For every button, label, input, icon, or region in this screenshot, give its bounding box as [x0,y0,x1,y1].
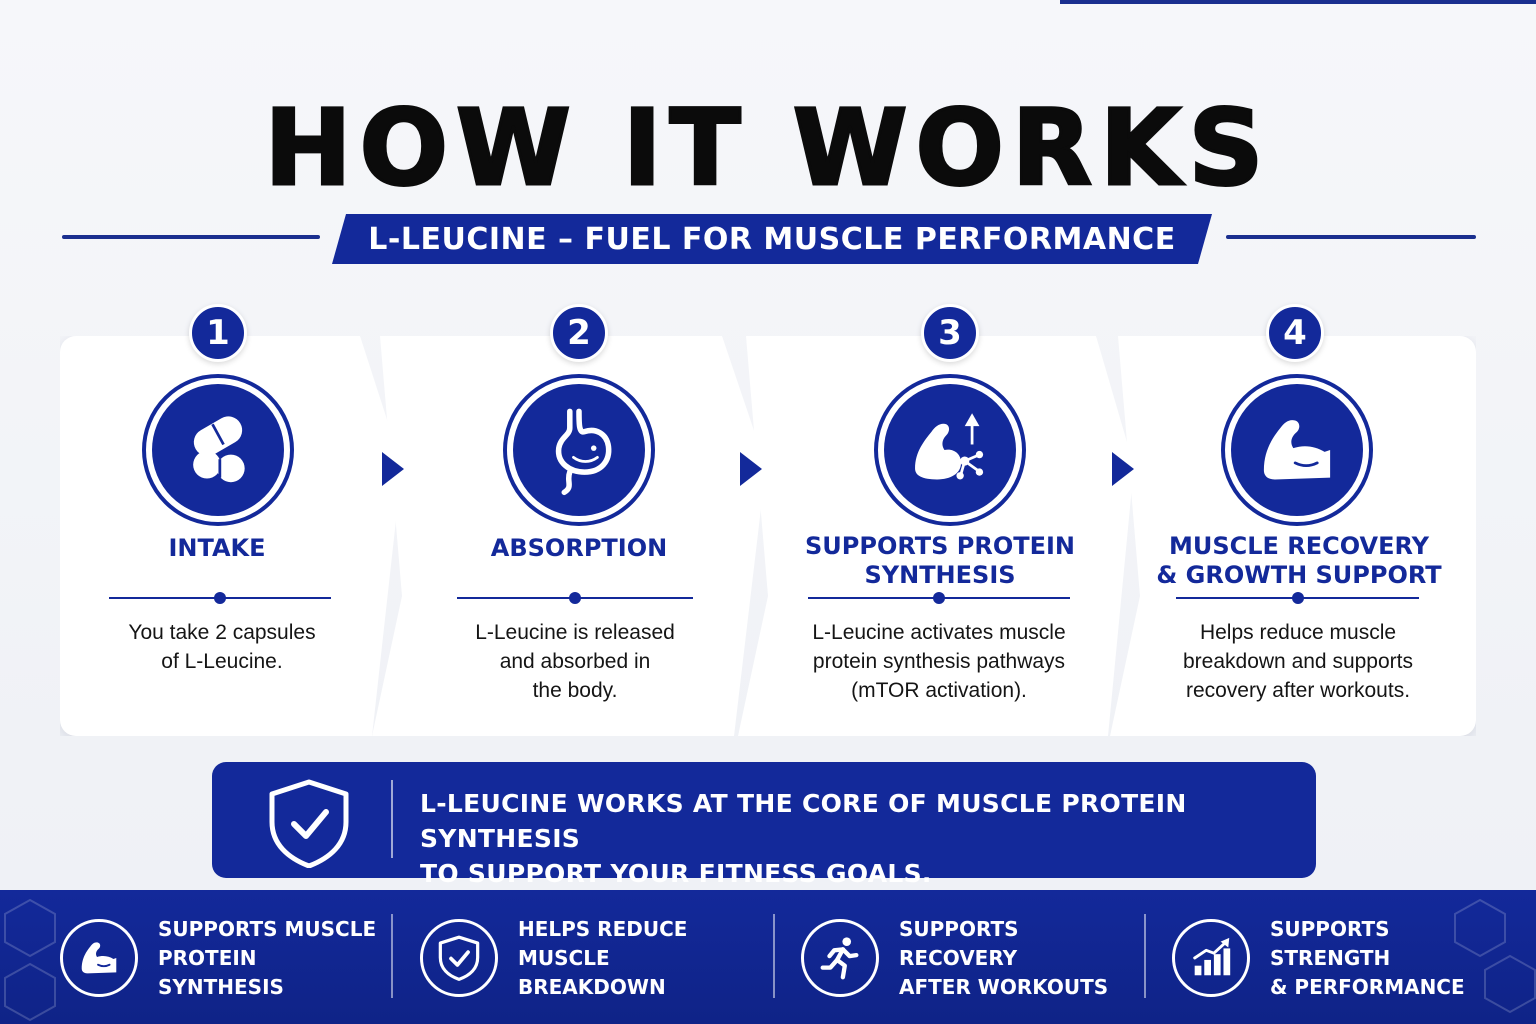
benefit-label-3: SUPPORTS RECOVERY AFTER WORKOUTS [899,916,1109,999]
subtitle-banner: L-LEUCINE – FUEL FOR MUSCLE PERFORMANCE [332,214,1212,264]
step-title-3: SUPPORTS PROTEIN SYNTHESIS [804,532,1076,589]
stomach-icon [503,374,655,526]
step-title-2: ABSORPTION [490,534,668,562]
benefit-label-1: SUPPORTS MUSCLE PROTEIN SYNTHESIS [158,916,377,999]
shield-check-icon [269,779,349,868]
capsules-icon [142,374,294,526]
step-arrow-2 [740,452,762,486]
benefit-item-3: SUPPORTS RECOVERY AFTER WORKOUTS [801,917,1129,999]
step-desc-2: L-Leucine is released and absorbed in th… [475,621,675,702]
step-arrow-1 [382,452,404,486]
step-desc-4: Helps reduce muscle breakdown and suppor… [1183,621,1413,702]
step-number-3: 3 [921,304,979,362]
benefit-item-4: SUPPORTS STRENGTH & PERFORMANCE [1172,917,1500,999]
running-person-icon [801,919,879,997]
step-desc-1: You take 2 capsules of L-Leucine. [128,621,316,673]
step-number-2: 2 [550,304,608,362]
page-title: HOW IT WORKS [263,87,1272,209]
step-divider-3 [808,592,1070,604]
step-title-4: MUSCLE RECOVERY & GROWTH SUPPORT [1156,532,1442,589]
title-rule-left [62,235,320,239]
benefit-label-2: HELPS REDUCE MUSCLE BREAKDOWN [518,916,688,999]
benefit-item-2: HELPS REDUCE MUSCLE BREAKDOWN [420,917,748,999]
benefits-footer [0,890,1536,1024]
title-rule-right [1226,235,1476,239]
step-number-1: 1 [189,304,247,362]
callout-box [212,762,1316,878]
step-divider-2 [457,592,693,604]
benefit-label-4: SUPPORTS STRENGTH & PERFORMANCE [1270,916,1465,999]
callout-separator [391,780,393,858]
step-desc-3: L-Leucine activates muscle protein synth… [812,621,1066,702]
footer-separator-2 [773,914,775,998]
step-number-4: 4 [1266,304,1324,362]
flexed-arm-icon [1221,374,1373,526]
step-divider-4 [1176,592,1419,604]
step-title-1: INTAKE [168,534,266,562]
top-accent-bar [1060,0,1536,4]
footer-separator-3 [1144,914,1146,998]
muscle-molecule-icon [874,374,1026,526]
hexagon-pattern-left [4,898,56,1022]
callout-text: L-LEUCINE WORKS AT THE CORE OF MUSCLE PR… [420,789,1187,888]
shield-check-icon [420,919,498,997]
benefit-item-1: SUPPORTS MUSCLE PROTEIN SYNTHESIS [60,917,388,999]
flexed-arm-icon [60,919,138,997]
footer-separator-1 [391,914,393,998]
growth-chart-icon [1172,919,1250,997]
step-divider-1 [109,592,331,604]
step-arrow-3 [1112,452,1134,486]
hexagon-pattern-right [1454,898,1536,1014]
